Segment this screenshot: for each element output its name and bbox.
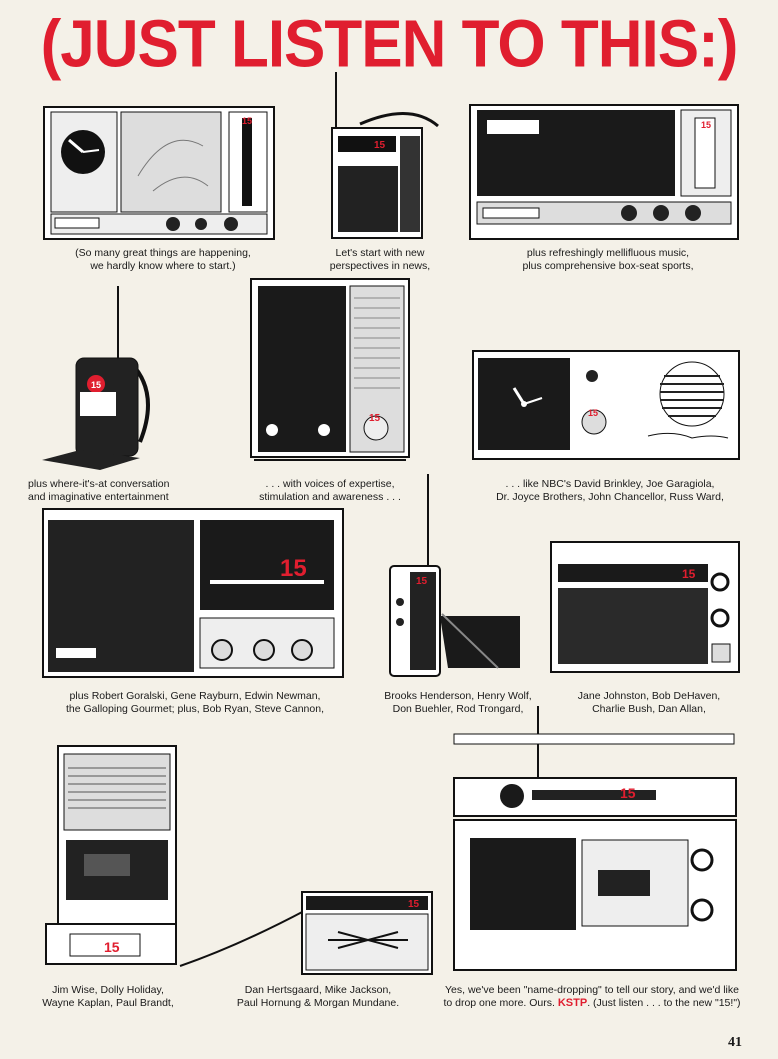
page-number: 41: [728, 1035, 742, 1050]
kstp-logo: KSTP: [557, 997, 588, 1009]
headline: (JUST LISTEN TO THIS:): [40, 7, 739, 82]
station-badge: 15: [620, 785, 636, 801]
station-badge: 15: [91, 380, 101, 390]
station-badge: 15: [588, 408, 598, 418]
caption-7: plus Robert Goralski, Gene Rayburn, Edwi…: [66, 690, 324, 715]
station-badge: 15: [416, 576, 428, 587]
station-badge: 15: [280, 555, 307, 582]
compact-radio-illustration: 15: [550, 536, 740, 676]
portable-radio-illustration: 15: [330, 72, 440, 240]
table-radio-illustration: 15: [469, 104, 739, 240]
pocket-radio-illustration: 15: [388, 472, 524, 680]
clock-speaker-radio-illustration: 15: [472, 350, 740, 466]
station-badge: 15: [242, 116, 252, 126]
caption-9: Jane Johnston, Bob DeHaven,Charlie Bush,…: [577, 690, 721, 715]
station-badge: 15: [408, 899, 420, 910]
station-badge: 15: [701, 120, 711, 130]
caption-11: Dan Hertsgaard, Mike Jackson,Paul Hornun…: [236, 984, 400, 1009]
cassette-radio-illustration: 15: [44, 744, 180, 970]
station-badge: 15: [104, 939, 120, 955]
radio-cassette-player-illustration: 15: [448, 704, 740, 972]
clock-radio-illustration: 15: [43, 106, 275, 240]
station-badge: 15: [682, 567, 696, 581]
station-badge: 15: [374, 140, 386, 151]
final-caption: Yes, we've been "name-dropping" to tell …: [443, 984, 741, 1009]
caption-8: Brooks Henderson, Henry Wolf,Don Buehler…: [384, 690, 532, 715]
caption-10: Jim Wise, Dolly Holiday,Wayne Kaplan, Pa…: [42, 984, 174, 1009]
caption-5: . . . with voices of expertise,stimulati…: [259, 478, 401, 503]
transistor-radio-illustration: 15: [178, 886, 436, 976]
handheld-radio-illustration: 15: [40, 282, 155, 472]
station-badge: 15: [369, 413, 381, 424]
caption-3: plus refreshingly mellifluous music,plus…: [522, 247, 694, 272]
grille-radio-illustration: 15: [42, 508, 344, 680]
caption-6: . . . like NBC's David Brinkley, Joe Gar…: [496, 478, 724, 503]
caption-1: (So many great things are happening,we h…: [75, 247, 251, 272]
speaker-radio-illustration: 15: [250, 278, 410, 464]
